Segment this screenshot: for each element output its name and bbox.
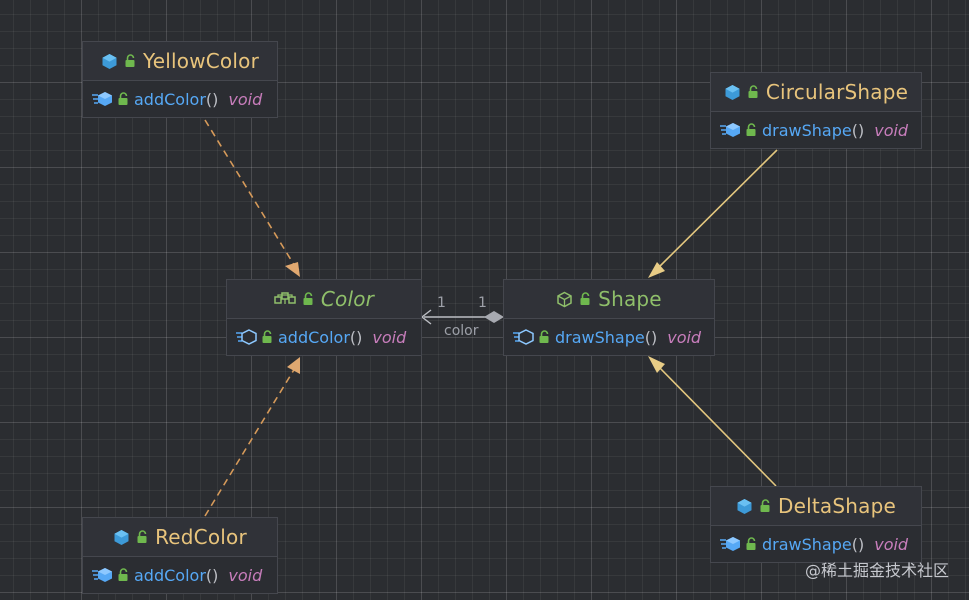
- method-row-drawshape[interactable]: drawShape() void: [711, 112, 921, 148]
- method-icon: [719, 536, 741, 552]
- abstract-method-icon: [512, 329, 534, 345]
- arrowhead-deltashape-shape: [648, 356, 665, 373]
- method-row-addcolor[interactable]: addColor() void: [83, 557, 277, 593]
- public-lock-icon: [538, 330, 551, 344]
- method-row-addcolor[interactable]: addColor() void: [227, 319, 421, 355]
- method-name: addColor(): [278, 327, 363, 347]
- public-lock-icon: [261, 330, 274, 344]
- edge-yellowcolor-implements-color[interactable]: [204, 119, 297, 269]
- node-circularshape-header[interactable]: CircularShape: [711, 73, 921, 112]
- edge-deltashape-extends-shape[interactable]: [655, 363, 777, 487]
- arrowhead-circularshape-shape: [648, 262, 665, 278]
- public-lock-icon: [745, 123, 758, 137]
- public-lock-icon: [117, 92, 130, 106]
- method-icon: [91, 567, 113, 583]
- return-type: void: [228, 89, 263, 109]
- edge-circularshape-extends-shape[interactable]: [655, 149, 778, 271]
- class-icon: [736, 498, 753, 515]
- method-icon: [719, 122, 741, 138]
- return-type: void: [874, 120, 909, 140]
- interface-icon: [274, 291, 296, 307]
- method-name: addColor(): [134, 89, 219, 109]
- method-name: drawShape(): [762, 120, 865, 140]
- node-redcolor[interactable]: RedColor addColor() void: [82, 517, 278, 594]
- class-name: YellowColor: [143, 49, 259, 73]
- interface-name: Color: [320, 287, 375, 311]
- method-row-drawshape[interactable]: drawShape() void: [711, 526, 921, 562]
- node-circularshape[interactable]: CircularShape drawShape() void: [710, 72, 922, 149]
- node-color[interactable]: Color addColor() void: [226, 279, 422, 356]
- edge-redcolor-implements-color[interactable]: [204, 367, 296, 517]
- class-name: CircularShape: [765, 80, 909, 104]
- node-shape[interactable]: Shape drawShape() void: [503, 279, 715, 356]
- arrowhead-open-color-end: [420, 309, 432, 325]
- method-row-addcolor[interactable]: addColor() void: [83, 81, 277, 117]
- method-name: drawShape(): [762, 534, 865, 554]
- return-type: void: [874, 534, 909, 554]
- public-lock-icon: [747, 85, 760, 99]
- composition-diamond-shape-end: [484, 311, 504, 323]
- watermark-text: @稀土掘金技术社区: [804, 561, 949, 580]
- method-name: drawShape(): [555, 327, 658, 347]
- multiplicity-color-end: 1: [437, 295, 446, 311]
- class-name: RedColor: [155, 525, 247, 549]
- method-icon: [91, 91, 113, 107]
- method-name: addColor(): [134, 565, 219, 585]
- return-type: void: [372, 327, 407, 347]
- abstract-method-icon: [235, 329, 257, 345]
- arrowhead-yellowcolor-color: [285, 262, 300, 277]
- public-lock-icon: [136, 530, 149, 544]
- abstract-class-name: Shape: [598, 287, 662, 311]
- node-deltashape[interactable]: DeltaShape drawShape() void: [710, 486, 922, 563]
- node-deltashape-header[interactable]: DeltaShape: [711, 487, 921, 526]
- return-type: void: [228, 565, 263, 585]
- public-lock-icon: [302, 292, 315, 306]
- abstract-class-icon: [556, 291, 573, 308]
- arrowhead-redcolor-color: [287, 357, 300, 374]
- node-yellowcolor-header[interactable]: YellowColor: [83, 42, 277, 81]
- public-lock-icon: [579, 292, 592, 306]
- method-row-drawshape[interactable]: drawShape() void: [504, 319, 714, 355]
- public-lock-icon: [117, 568, 130, 582]
- association-label: color: [444, 323, 479, 339]
- public-lock-icon: [745, 537, 758, 551]
- node-shape-header[interactable]: Shape: [504, 280, 714, 319]
- node-yellowcolor[interactable]: YellowColor addColor() void: [82, 41, 278, 118]
- class-icon: [113, 529, 130, 546]
- return-type: void: [667, 327, 702, 347]
- multiplicity-shape-end: 1: [478, 295, 487, 311]
- public-lock-icon: [759, 499, 772, 513]
- class-icon: [724, 84, 741, 101]
- class-name: DeltaShape: [778, 494, 896, 518]
- class-icon: [101, 53, 118, 70]
- node-color-header[interactable]: Color: [227, 280, 421, 319]
- public-lock-icon: [124, 54, 137, 68]
- node-redcolor-header[interactable]: RedColor: [83, 518, 277, 557]
